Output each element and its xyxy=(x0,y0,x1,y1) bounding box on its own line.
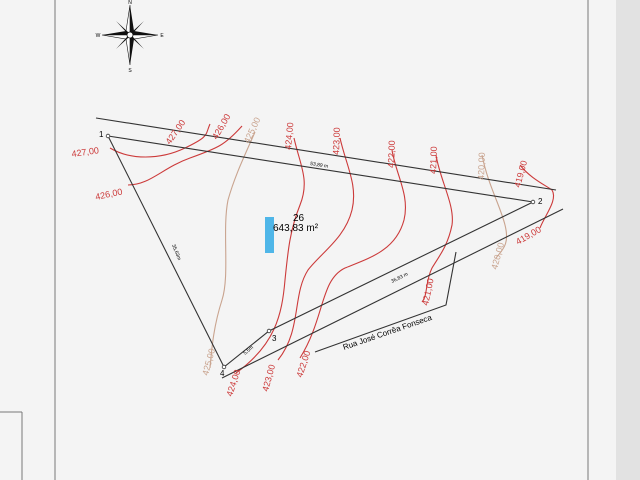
contour-label-422-top: 422,00 xyxy=(386,140,397,168)
contour-419 xyxy=(519,164,554,229)
contour-label-421-top: 421,00 xyxy=(428,146,439,174)
page-frame xyxy=(0,0,589,480)
contour-label-419-right: 419,00 xyxy=(514,224,543,246)
contour-label-426-top: 426,00 xyxy=(210,112,232,141)
contour-label-427: 427,00 xyxy=(71,145,100,159)
vertex-4-label: 4 xyxy=(220,369,225,378)
contour-420 xyxy=(481,154,508,259)
contour-label-425-top: 425,00 xyxy=(242,116,263,145)
contour-label-421-bottom: 421,00 xyxy=(420,277,436,306)
lot-area: 643,83 m² xyxy=(273,223,319,234)
vertex-3-label: 3 xyxy=(272,334,277,343)
contour-423 xyxy=(277,137,355,361)
contour-425 xyxy=(209,131,256,369)
contour-label-423-bottom: 423,00 xyxy=(260,363,277,392)
contour-426 xyxy=(127,125,243,186)
front-offset-top xyxy=(95,117,557,191)
contour-421 xyxy=(421,154,453,303)
edge-top-length: 53,89 m xyxy=(310,161,329,170)
street-leader xyxy=(314,251,457,353)
vertex-markers xyxy=(105,133,536,370)
compass-rose-icon: N S E W xyxy=(96,0,165,74)
edge-left-length: 35,63m xyxy=(170,244,182,262)
edge-short-length: 5,5m xyxy=(242,345,254,357)
contour-422 xyxy=(299,149,406,359)
front-offset-bottom xyxy=(221,208,564,379)
contour-label-426-left: 426,00 xyxy=(94,186,123,202)
contour-label-419-top: 419,00 xyxy=(512,159,529,188)
compass-s-label: S xyxy=(128,68,132,74)
contour-labels: 427,00 426,00 427,00 426,00 425,00 424,0… xyxy=(71,112,543,397)
lot-number: 26 xyxy=(293,213,305,224)
lot-marker xyxy=(265,217,274,253)
contour-label-423-top: 423,00 xyxy=(331,127,342,155)
compass-e-label: E xyxy=(160,33,164,39)
contour-label-425-bottom: 425,00 xyxy=(200,347,217,376)
contour-label-422-bottom: 422,00 xyxy=(294,349,312,378)
compass-w-label: W xyxy=(96,33,101,39)
vertex-1-label: 1 xyxy=(99,130,104,139)
right-margin xyxy=(616,0,640,480)
contour-label-420-bottom: 420,00 xyxy=(489,241,506,270)
vertex-2-label: 2 xyxy=(538,197,543,206)
contour-label-420-top: 420,00 xyxy=(476,152,487,180)
contour-label-424-bottom: 424,00 xyxy=(224,368,242,397)
contour-424 xyxy=(235,137,305,374)
contour-427 xyxy=(109,123,211,158)
street-name-label: Rua José Corrêa Fonseca xyxy=(342,313,434,352)
lot-polygon xyxy=(107,135,535,368)
lot-boundary xyxy=(95,117,564,379)
edge-bottom-length: 36,83 m xyxy=(390,271,409,284)
compass-n-label: N xyxy=(128,0,132,6)
contour-label-424-top: 424,00 xyxy=(283,122,295,150)
